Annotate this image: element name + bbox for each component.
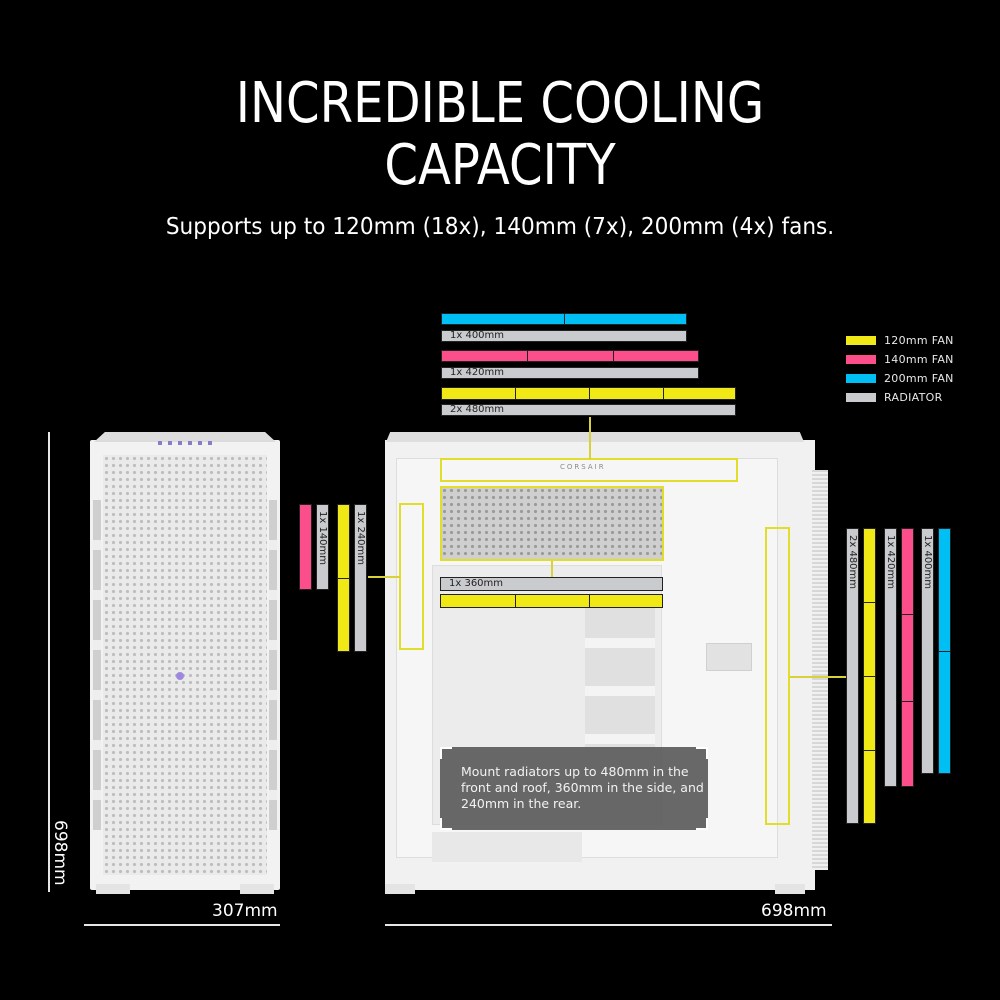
front-height-dimension-line [48,432,50,892]
front-width-dimension-line [84,924,280,926]
front-width-dimension-label: 307mm [212,901,278,921]
front-120mm-fan-bar [863,528,876,824]
legend-item-120mm-fan: 120mm FAN [846,331,954,350]
callout-corner [440,818,452,830]
front-side-rail-right [269,500,277,830]
callout-corner [696,818,708,830]
side-foot-right [775,884,805,894]
front-io-ports [158,441,218,445]
corsair-logo-icon [176,672,184,680]
side-depth-dimension-label: 698mm [761,901,827,921]
legend-item-radiator: RADIATOR [846,388,954,407]
rear-radiator-140-bar: 1x 140mm [316,504,329,590]
side-foot-left [385,884,415,894]
side-depth-dimension-line [385,924,832,926]
front-mesh-side [812,470,828,870]
page-title-line1: INCREDIBLE COOLING [235,71,765,136]
front-radiator-400-bar: 1x 400mm [921,528,934,774]
legend-swatch-yellow [846,336,876,345]
top-140mm-fan-bar [441,350,699,362]
radiator-label: 1x 140mm [317,511,328,566]
front-radiator-480-bar: 2x 480mm [846,528,859,824]
legend-label: RADIATOR [884,391,943,404]
top-200mm-fan-bar [441,313,687,325]
rear-140mm-fan-bar [299,504,312,590]
cable-cutouts [585,600,655,750]
corsair-brand-text: CORSAIR [560,463,606,471]
front-foot-right [240,884,274,894]
callout-corner [696,747,708,759]
roof-connector-line [589,417,591,459]
front-side-rail-left [93,500,101,830]
legend-label: 200mm FAN [884,372,954,385]
cable-bracket [706,643,752,671]
legend-swatch-gray [846,393,876,402]
top-radiator-400-bar: 1x 400mm [441,330,687,342]
page-title-line2: CAPACITY [384,133,616,198]
radiator-label: 1x 360mm [449,578,504,589]
legend: 120mm FAN 140mm FAN 200mm FAN RADIATOR [846,331,954,407]
rear-connector-line [368,576,400,578]
legend-label: 140mm FAN [884,353,954,366]
front-height-dimension-label: 698mm [50,820,70,886]
radiator-label: 2x 480mm [450,404,505,415]
info-callout: Mount radiators up to 480mm in the front… [440,747,708,830]
side-connector-line [551,561,553,577]
legend-label: 120mm FAN [884,334,954,347]
radiator-label: 1x 240mm [355,511,366,566]
legend-swatch-blue [846,374,876,383]
roof-radiator-highlight [440,458,738,482]
legend-item-140mm-fan: 140mm FAN [846,350,954,369]
top-120mm-fan-bar [441,387,736,400]
radiator-label: 1x 420mm [450,367,505,378]
side-120mm-fan-bar [440,594,663,608]
front-radiator-highlight [765,527,790,825]
callout-corner [440,747,452,759]
front-140mm-fan-bar [901,528,914,787]
radiator-label: 1x 400mm [450,330,505,341]
case-side-top-panel [386,432,804,442]
page-subtitle: Supports up to 120mm (18x), 140mm (7x), … [165,214,835,240]
roof-fan-mesh [441,487,663,560]
roof-fan-highlight [440,486,664,561]
rear-radiator-240-bar: 1x 240mm [354,504,367,652]
psu-shroud [432,832,582,862]
rear-radiator-highlight [399,503,424,650]
radiator-label: 2x 480mm [847,535,858,590]
front-mesh-panel [103,455,267,875]
radiator-label: 1x 400mm [922,535,933,590]
rear-120mm-fan-bar [337,504,350,652]
front-radiator-420-bar: 1x 420mm [884,528,897,787]
legend-item-200mm-fan: 200mm FAN [846,369,954,388]
legend-swatch-pink [846,355,876,364]
radiator-label: 1x 420mm [885,535,896,590]
front-connector-line [790,676,846,678]
side-radiator-360-bar: 1x 360mm [440,577,663,591]
callout-text: Mount radiators up to 480mm in the front… [461,764,704,811]
front-foot-left [96,884,130,894]
top-radiator-420-bar: 1x 420mm [441,367,699,379]
front-200mm-fan-bar [938,528,951,774]
top-radiator-480-bar: 2x 480mm [441,404,736,416]
case-top-panel [94,432,276,442]
